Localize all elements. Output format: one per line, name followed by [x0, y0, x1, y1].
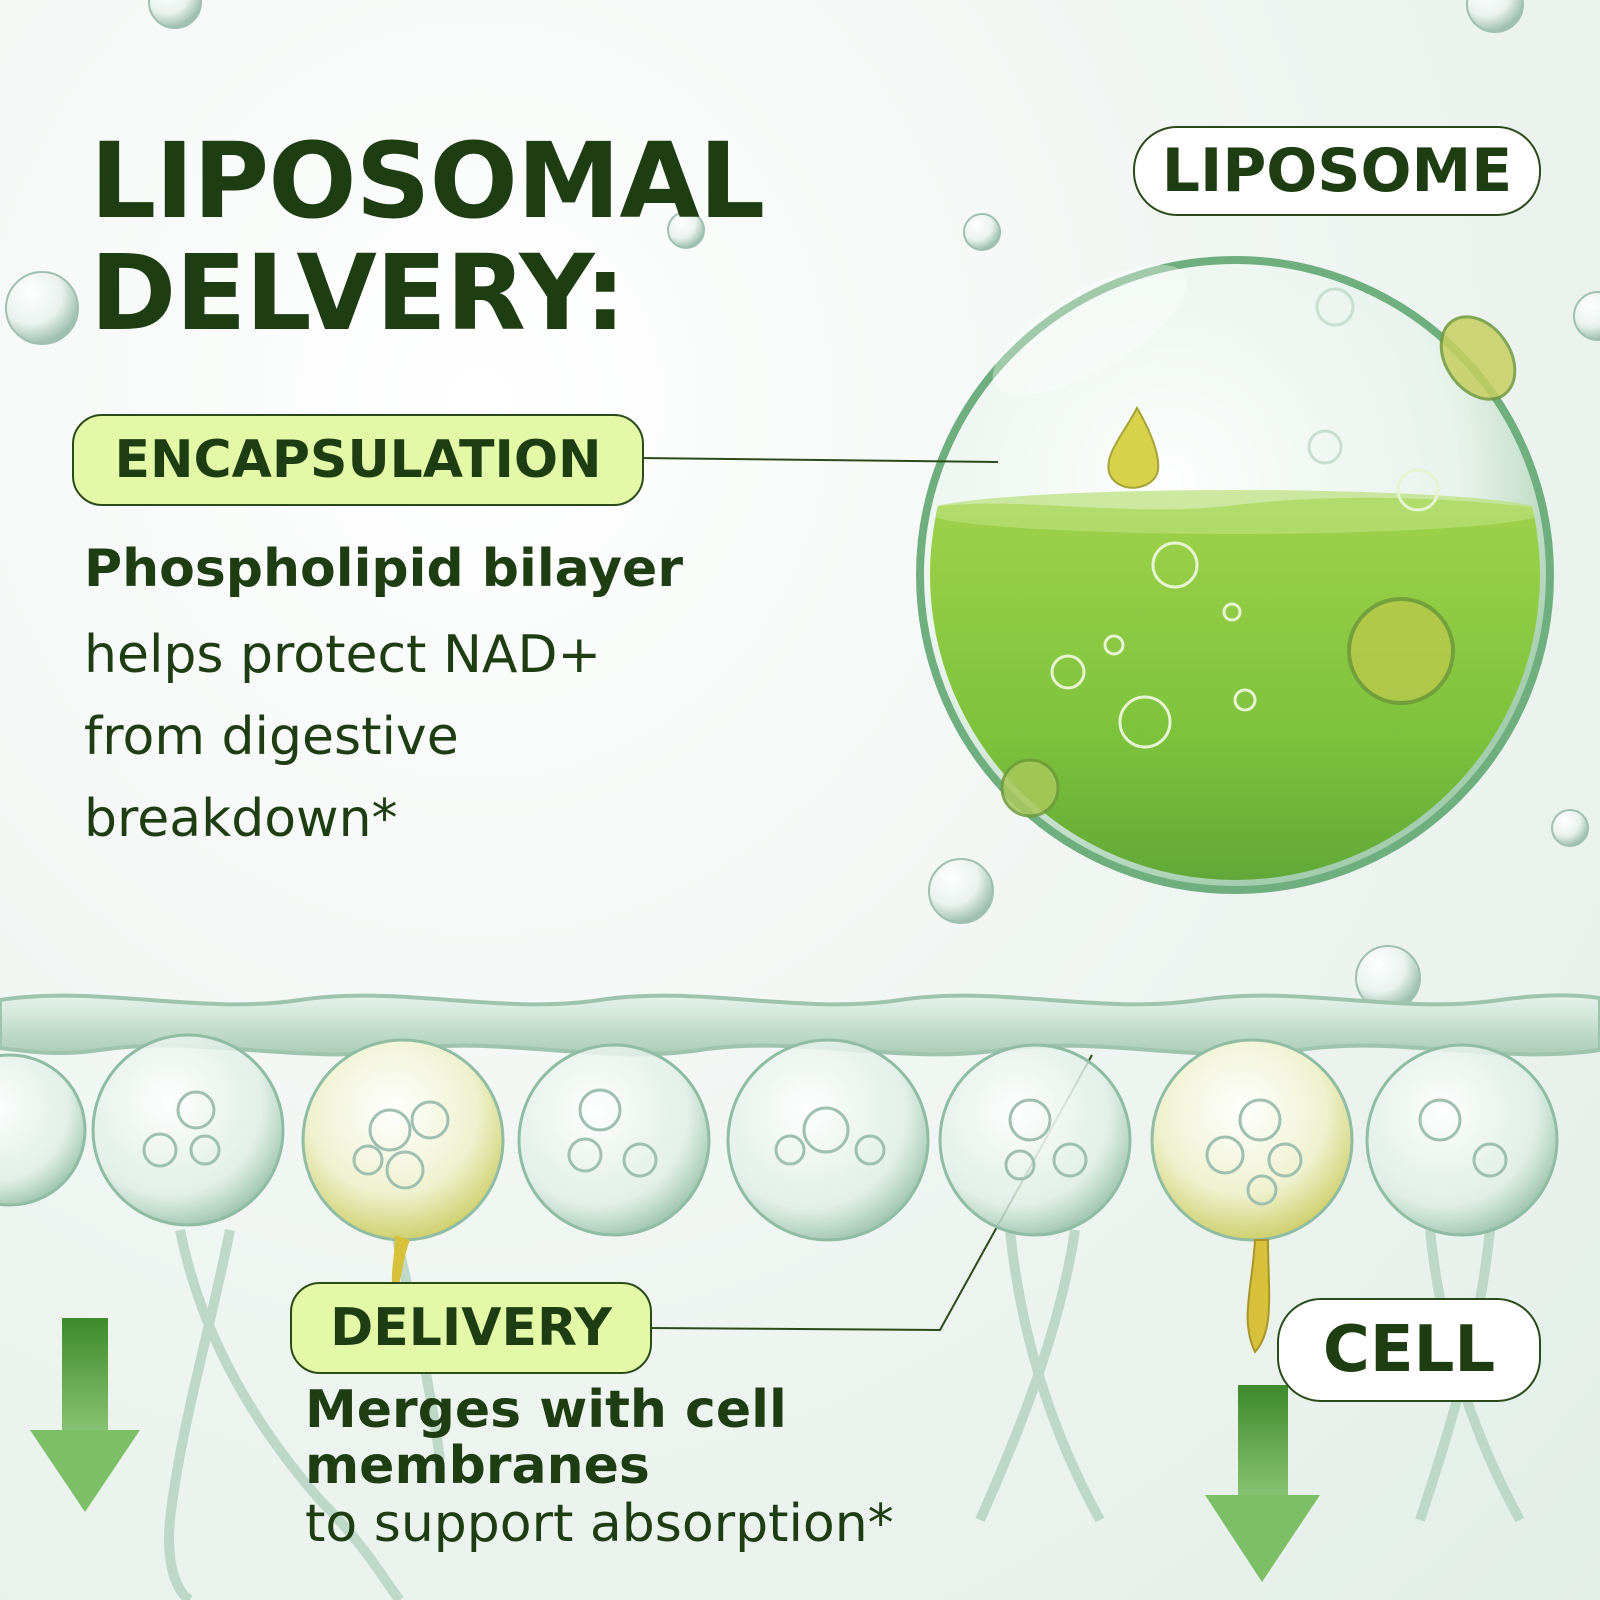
liposome-label: LIPOSOME — [1133, 126, 1541, 216]
encapsulation-badge: ENCAPSULATION — [72, 414, 644, 506]
cell-label: CELL — [1277, 1298, 1541, 1402]
headline: LIPOSOMAL DELVERY: — [90, 120, 765, 354]
right-down-arrow-icon — [1205, 1385, 1320, 1582]
delivery-badge: DELIVERY — [290, 1282, 652, 1374]
delivery-heading: Merges with cell membranes — [305, 1380, 787, 1496]
encapsulation-heading: Phospholipid bilayer — [84, 539, 683, 599]
delivery-description: to support absorption* — [305, 1494, 894, 1554]
liposome-sphere — [916, 256, 1554, 894]
background-bubbles — [5, 0, 1600, 1011]
left-down-arrow-icon — [30, 1318, 140, 1512]
cell-membrane — [0, 993, 1600, 1600]
encapsulation-connector-line — [639, 457, 999, 463]
encapsulation-description: helps protect NAD+ from digestive breakd… — [84, 625, 602, 849]
